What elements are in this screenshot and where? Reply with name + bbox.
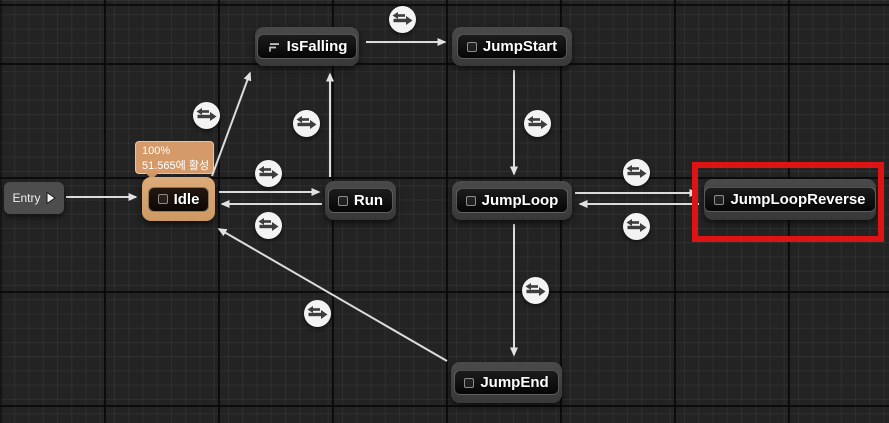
state-label: JumpLoop xyxy=(481,192,559,209)
state-label: JumpEnd xyxy=(480,374,549,391)
state-label: Run xyxy=(353,192,384,209)
grid-major-line-top xyxy=(0,4,889,6)
transition-rule-icon-jumploopreverse-jumploop[interactable] xyxy=(623,213,650,240)
active-state-tooltip: 100% 51.565에 활성 xyxy=(135,141,214,174)
state-icon xyxy=(464,377,475,388)
state-node-idle[interactable]: Idle xyxy=(142,177,215,221)
conduit-icon xyxy=(268,42,279,52)
tooltip-weight: 100% xyxy=(142,145,171,157)
state-icon xyxy=(465,195,476,206)
state-label: Idle xyxy=(173,190,200,208)
state-label: JumpStart xyxy=(482,38,558,55)
state-node-run[interactable]: Run xyxy=(325,181,396,220)
tooltip-tail xyxy=(146,173,158,180)
tooltip-status: 51.565에 활성 xyxy=(142,160,210,172)
transition-rule-icon-idle-isfalling[interactable] xyxy=(193,102,220,129)
grid-major-line-left xyxy=(0,0,2,423)
wire-idle-to-isfalling[interactable] xyxy=(211,71,252,177)
wire-jumpend-to-idle[interactable] xyxy=(217,228,448,362)
transition-rule-icon-jumploop-jumpend[interactable] xyxy=(522,277,549,304)
entry-label: Entry xyxy=(12,191,41,205)
play-icon xyxy=(46,192,56,204)
transition-rule-icon-run-isfalling[interactable] xyxy=(293,110,320,137)
state-node-isfalling[interactable]: IsFalling xyxy=(255,27,359,66)
entry-node[interactable]: Entry xyxy=(4,182,64,214)
state-node-jumploop[interactable]: JumpLoop xyxy=(452,181,572,220)
transition-rule-icon-idle-run[interactable] xyxy=(255,160,282,187)
state-node-jumpend[interactable]: JumpEnd xyxy=(451,362,562,403)
annotation-highlight-box xyxy=(692,162,884,242)
state-node-jumploopreverse[interactable]: JumpLoopReverse xyxy=(704,179,876,220)
state-icon xyxy=(157,194,168,204)
transition-rule-icon-run-idle[interactable] xyxy=(255,212,282,239)
state-label: JumpLoopReverse xyxy=(730,191,866,208)
state-icon xyxy=(714,194,725,205)
state-node-jumpstart[interactable]: JumpStart xyxy=(452,27,572,66)
state-label: IsFalling xyxy=(286,38,348,55)
state-icon xyxy=(466,41,477,52)
transition-rule-icon-jumpstart-jumploop[interactable] xyxy=(524,110,551,137)
state-icon xyxy=(337,195,348,206)
transition-rule-icon-isfalling-jumpstart[interactable] xyxy=(389,6,416,33)
transition-rule-icon-jumploop-jumploopreverse[interactable] xyxy=(623,159,650,186)
transition-rule-icon-jumpend-idle[interactable] xyxy=(304,300,331,327)
